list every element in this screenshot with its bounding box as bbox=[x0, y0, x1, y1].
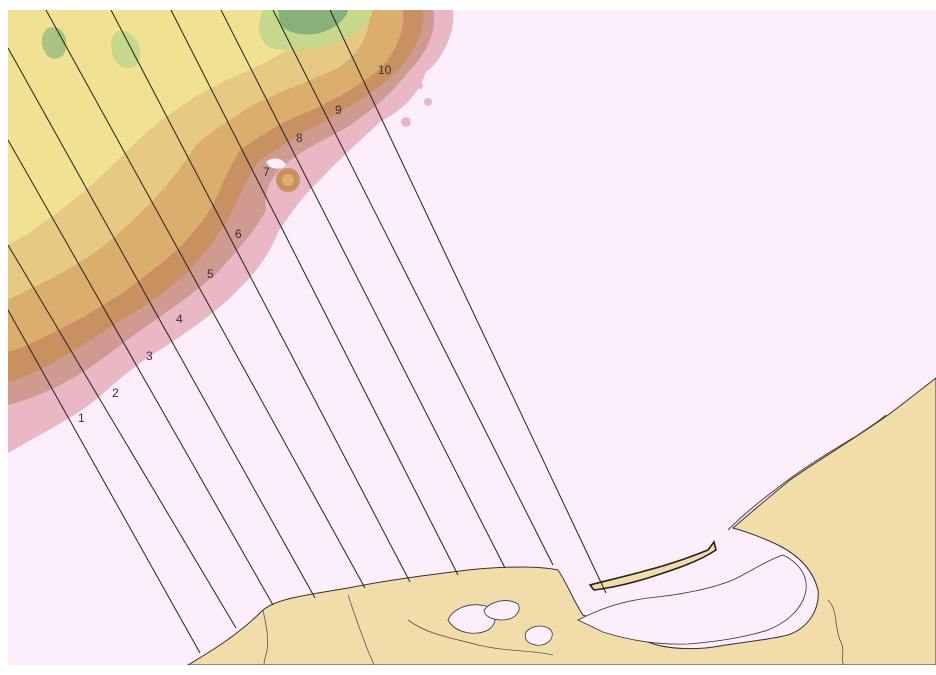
profile-lines bbox=[8, 10, 607, 654]
offshore-shoal-3 bbox=[417, 83, 423, 89]
river-line-2 bbox=[347, 594, 375, 665]
coastal-land bbox=[187, 377, 936, 665]
profile-label-10: 10 bbox=[378, 63, 392, 77]
river-line-4 bbox=[407, 619, 554, 656]
profile-line-2 bbox=[8, 244, 237, 629]
land-areas bbox=[187, 377, 936, 665]
barrier-island bbox=[588, 540, 717, 591]
profile-label-6: 6 bbox=[235, 227, 242, 241]
coastal-lake-2 bbox=[483, 600, 520, 621]
profile-line-7 bbox=[170, 10, 459, 576]
profile-label-3: 3 bbox=[146, 349, 153, 363]
profile-label-4: 4 bbox=[176, 312, 183, 326]
seamount-halo bbox=[266, 158, 286, 169]
profile-line-10 bbox=[329, 10, 607, 594]
river-line-3 bbox=[262, 609, 269, 665]
profile-line-8 bbox=[220, 10, 506, 569]
relief-layers bbox=[8, 10, 454, 453]
profile-label-1: 1 bbox=[78, 411, 85, 425]
profile-label-8: 8 bbox=[296, 131, 303, 145]
green-patch-small bbox=[111, 30, 141, 69]
profile-label-9: 9 bbox=[335, 103, 342, 117]
bathymetric-map: 1 2 3 4 5 6 7 8 9 10 bbox=[8, 10, 936, 665]
profile-label-2: 2 bbox=[112, 386, 119, 400]
green-patch bbox=[278, 10, 348, 35]
profile-label-5: 5 bbox=[207, 267, 214, 281]
profile-label-7: 7 bbox=[263, 165, 270, 179]
river-line bbox=[827, 599, 845, 665]
profile-line-6 bbox=[110, 10, 411, 583]
offshore-shoal-2 bbox=[424, 98, 432, 106]
map-frame: 1 2 3 4 5 6 7 8 9 10 bbox=[8, 10, 936, 665]
profile-line-4 bbox=[8, 47, 316, 599]
coastal-lake-3 bbox=[524, 625, 553, 646]
yellow-zone bbox=[8, 10, 309, 245]
profile-labels: 1 2 3 4 5 6 7 8 9 10 bbox=[78, 63, 392, 425]
lagoon-inlet bbox=[577, 554, 807, 645]
profile-line-5 bbox=[45, 10, 366, 589]
profile-line-9 bbox=[272, 10, 554, 566]
profile-line-1 bbox=[8, 309, 201, 654]
offshore-shoal bbox=[401, 117, 411, 127]
northeast-spit bbox=[727, 414, 887, 531]
seamount-knoll-top bbox=[282, 174, 294, 186]
profile-line-3 bbox=[8, 139, 274, 606]
